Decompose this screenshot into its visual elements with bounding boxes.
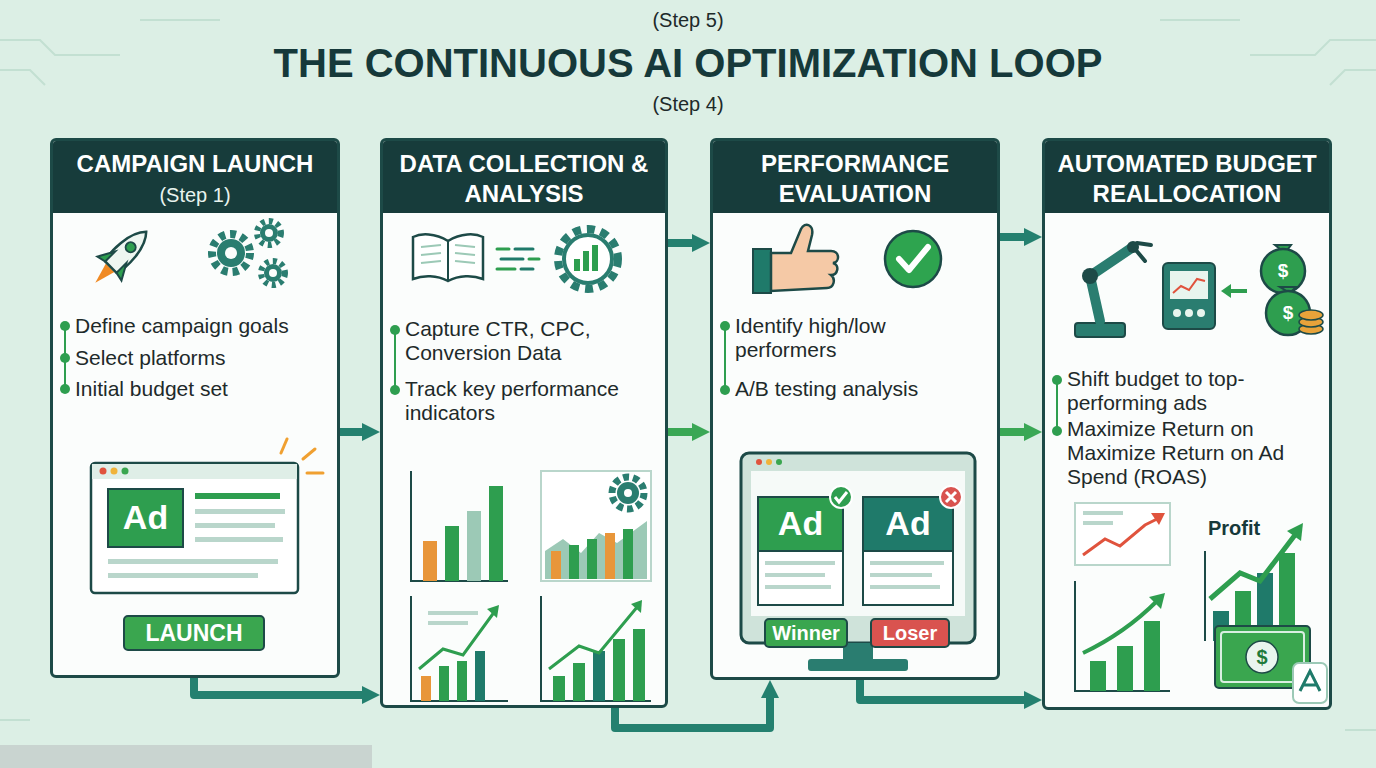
flow-arrow [340,428,364,436]
dollar-sign: $ [1276,302,1300,324]
profit-label: Profit [1208,517,1278,540]
loser-badge: Loser [870,618,950,648]
bullet-text: Capture CTR, CPC, Conversion Data [405,317,657,365]
bullet-text: Shift budget to top-performing ads [1067,367,1307,415]
button-text: Winner [772,622,840,645]
bullet-text: Track key performance indicators [405,377,657,425]
step-panel: CAMPAIGN LAUNCH (Step 1) Define campaign g… [50,138,340,678]
panel-heading: PERFORMANCE EVALUATION [713,149,997,209]
step-note: (Step 4) [588,92,788,116]
bullet-text: Initial budget set [75,377,333,401]
ad-label: Ad [758,503,843,543]
flow-arrow [1000,428,1026,436]
ad-label: Ad [863,503,953,543]
bullet-text: Define campaign goals [75,314,333,338]
flow-arrow [668,428,694,436]
bullet-text: Maximize Return on Maximize Return on Ad… [1067,417,1307,489]
bullet-text: Identify high/low performers [735,314,987,362]
step-panel: DATA COLLECTION & ANALYSIS Capture CTR, C… [380,138,668,708]
step-number: (Step 1) [53,183,337,207]
winner-badge: Winner [764,618,848,648]
button-text: LAUNCH [145,620,242,647]
diagram-title: THE CONTINUOUS AI OPTIMIZATION LOOP [0,40,1376,86]
button-text: Loser [883,622,937,645]
panel-heading: CAMPAIGN LAUNCH [53,149,337,179]
panel-heading: AUTOMATED BUDGET REALLOCATION [1045,149,1329,209]
step-panel: PERFORMANCE EVALUATION Identify high/low … [710,138,1000,680]
panel-art [53,141,337,675]
dollar-sign: $ [1271,260,1295,282]
step-panel: AUTOMATED BUDGET REALLOCATION Shift budge… [1042,138,1332,710]
bullet-text: Select platforms [75,346,333,370]
flow-arrow [1000,233,1026,241]
launch-button: LAUNCH [123,615,265,651]
bullet-text: A/B testing analysis [735,377,987,401]
dollar-sign: $ [1247,645,1277,669]
ad-label: Ad [108,497,183,537]
flow-arrow [860,680,1026,700]
flow-arrow [668,239,694,247]
panel-heading: DATA COLLECTION & ANALYSIS [383,149,665,209]
panel-art [713,141,997,677]
step-note: (Step 5) [588,8,788,32]
